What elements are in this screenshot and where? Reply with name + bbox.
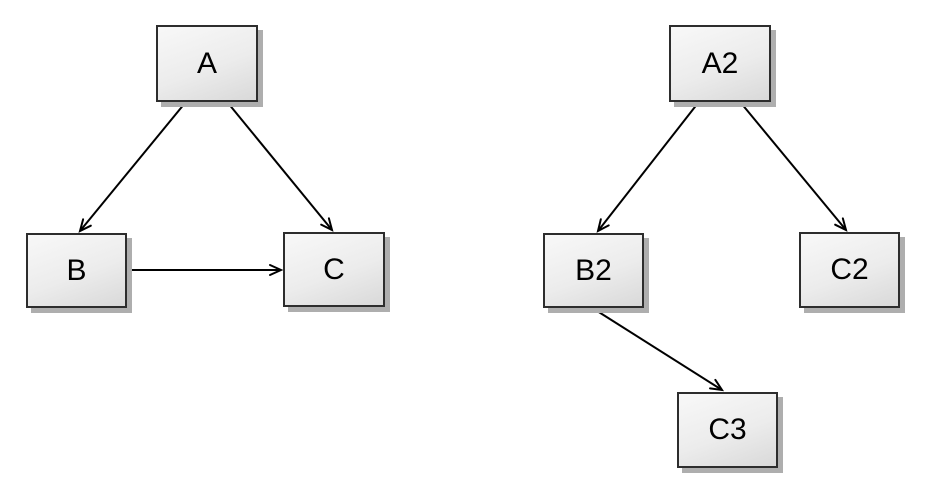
node-label-C3: C3 <box>708 413 747 446</box>
node-C3: C3 <box>677 392 778 468</box>
node-label-A: A <box>196 46 217 80</box>
node-label-B2: B2 <box>575 253 612 287</box>
node-B2: B2 <box>543 233 644 308</box>
node-C: C <box>283 232 385 307</box>
edge-A-C <box>227 102 334 232</box>
node-label-C2: C2 <box>830 253 869 286</box>
edge-B2-C3 <box>593 308 725 392</box>
node-B: B <box>26 233 127 308</box>
edge-A-B <box>78 102 186 233</box>
node-label-B: B <box>66 253 87 287</box>
edge-A2-C2 <box>740 102 848 232</box>
node-label-A2: A2 <box>701 46 739 80</box>
node-label-C: C <box>323 252 345 286</box>
node-C2: C2 <box>799 232 900 308</box>
node-A: A <box>156 25 258 102</box>
node-A2: A2 <box>669 25 771 102</box>
edge-A2-B2 <box>596 102 699 233</box>
